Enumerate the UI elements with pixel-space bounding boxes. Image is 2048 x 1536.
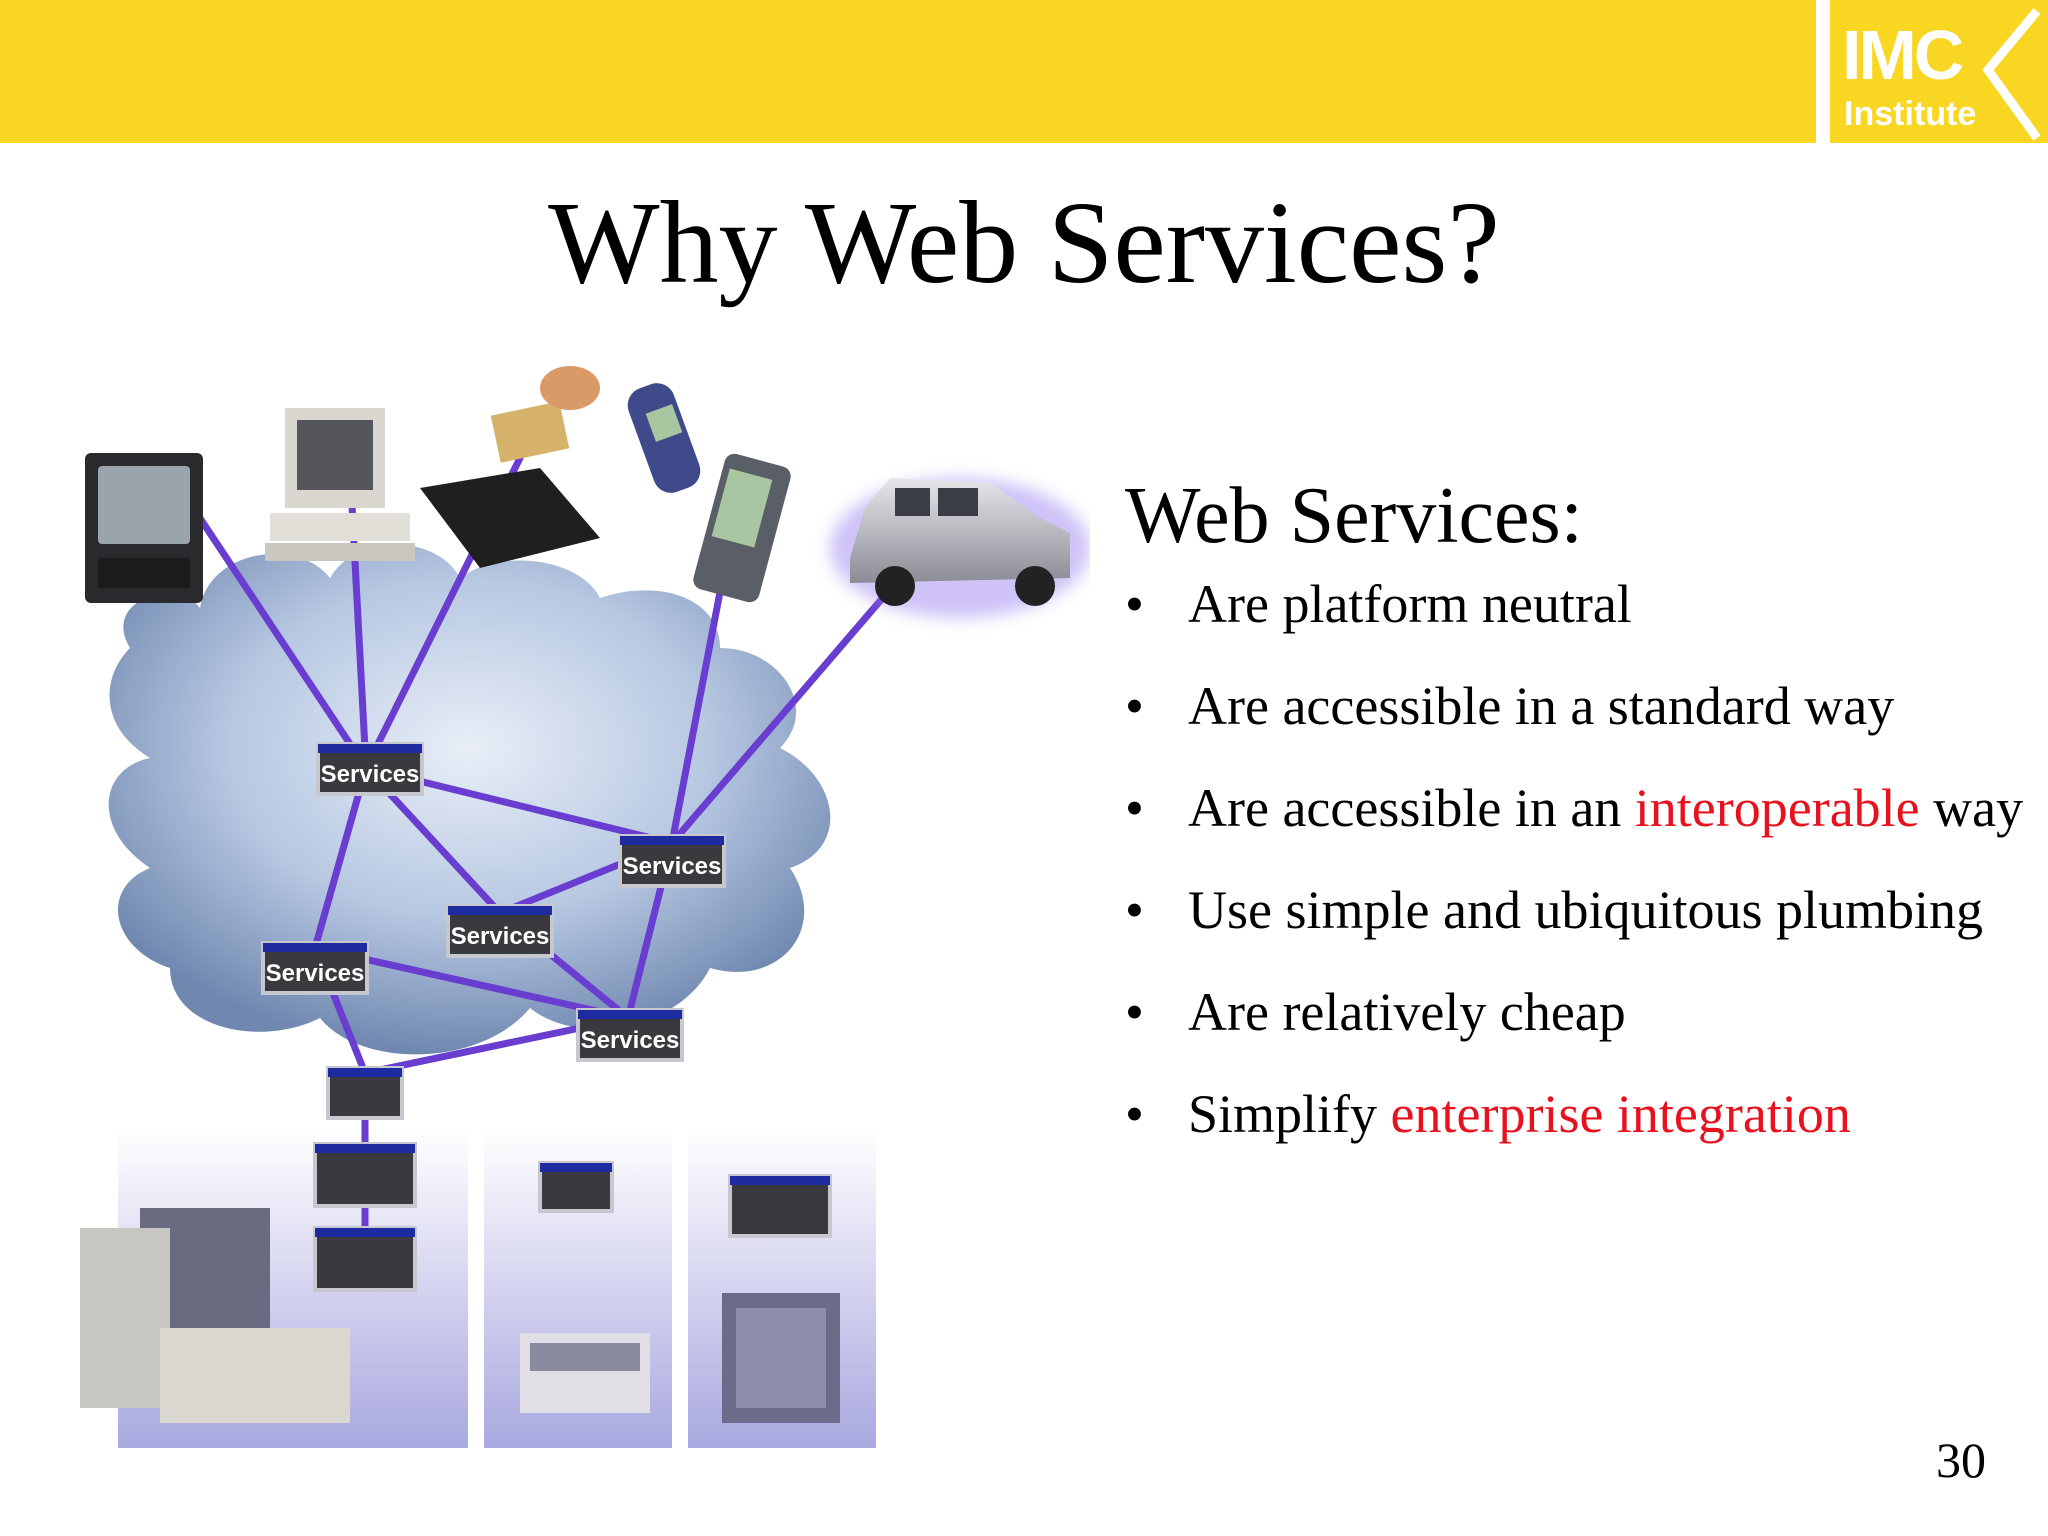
bullet-icon: •: [1125, 1082, 1144, 1146]
services-box: Services: [318, 744, 422, 794]
services-label: Services: [581, 1027, 680, 1054]
list-item: • Are platform neutral: [1125, 572, 2025, 636]
car-icon: [830, 478, 1090, 618]
bullet-list: • Are platform neutral • Are accessible …: [1125, 572, 2025, 1146]
server-rack-icon: [722, 1293, 840, 1423]
header-bar: [0, 0, 1816, 143]
bullet-text: Simplify: [1188, 1084, 1391, 1144]
bullet-icon: •: [1125, 878, 1144, 942]
bullet-highlight: interoperable: [1635, 778, 1920, 838]
card-terminal-icon: [420, 366, 600, 568]
services-label: Services: [623, 853, 722, 880]
list-item: • Are accessible in a standard way: [1125, 674, 2025, 738]
web-services-diagram: Services Services Services Services Serv…: [60, 348, 1090, 1448]
bullet-icon: •: [1125, 980, 1144, 1044]
desktop-computer-icon: [265, 408, 415, 561]
bullet-icon: •: [1125, 674, 1144, 738]
list-item: • Are relatively cheap: [1125, 980, 2025, 1044]
chevron-left-icon: [1982, 8, 2042, 143]
logo-text: IMC: [1842, 20, 1961, 90]
bullet-icon: •: [1125, 776, 1144, 840]
imc-institute-logo: IMC Institute: [1830, 0, 2048, 143]
bullet-highlight: enterprise integration: [1391, 1084, 1851, 1144]
bullet-text: Are platform neutral: [1188, 574, 1632, 634]
services-box: Services: [620, 836, 724, 886]
services-box: Services: [263, 943, 367, 993]
list-item: • Use simple and ubiquitous plumbing: [1125, 878, 2025, 942]
content-area: Web Services: • Are platform neutral • A…: [1125, 468, 2025, 1184]
network-cloud: [109, 544, 831, 1054]
services-box: Services: [578, 1010, 682, 1060]
bullet-text: Use simple and ubiquitous plumbing: [1188, 880, 1983, 940]
pda-icon: [691, 452, 793, 605]
logo-subtext: Institute: [1844, 96, 1976, 132]
page-number: 30: [1936, 1430, 1986, 1490]
tv-icon: [85, 453, 203, 603]
bullet-text: Are relatively cheap: [1188, 982, 1626, 1042]
content-heading: Web Services:: [1125, 468, 2025, 564]
bullet-tail: way: [1920, 778, 2023, 838]
list-item: • Are accessible in an interoperable way: [1125, 776, 2025, 840]
list-item: • Simplify enterprise integration: [1125, 1082, 2025, 1146]
services-box: Services: [448, 906, 552, 956]
slide-title: Why Web Services?: [0, 178, 2048, 308]
services-label: Services: [451, 923, 550, 950]
bullet-icon: •: [1125, 572, 1144, 636]
services-label: Services: [266, 960, 365, 987]
services-label: Services: [321, 761, 420, 788]
server-unit-icon: [520, 1333, 650, 1413]
mobile-phone-icon: [623, 378, 706, 498]
bullet-text: Are accessible in a standard way: [1188, 676, 1894, 736]
bullet-text: Are accessible in an: [1188, 778, 1635, 838]
